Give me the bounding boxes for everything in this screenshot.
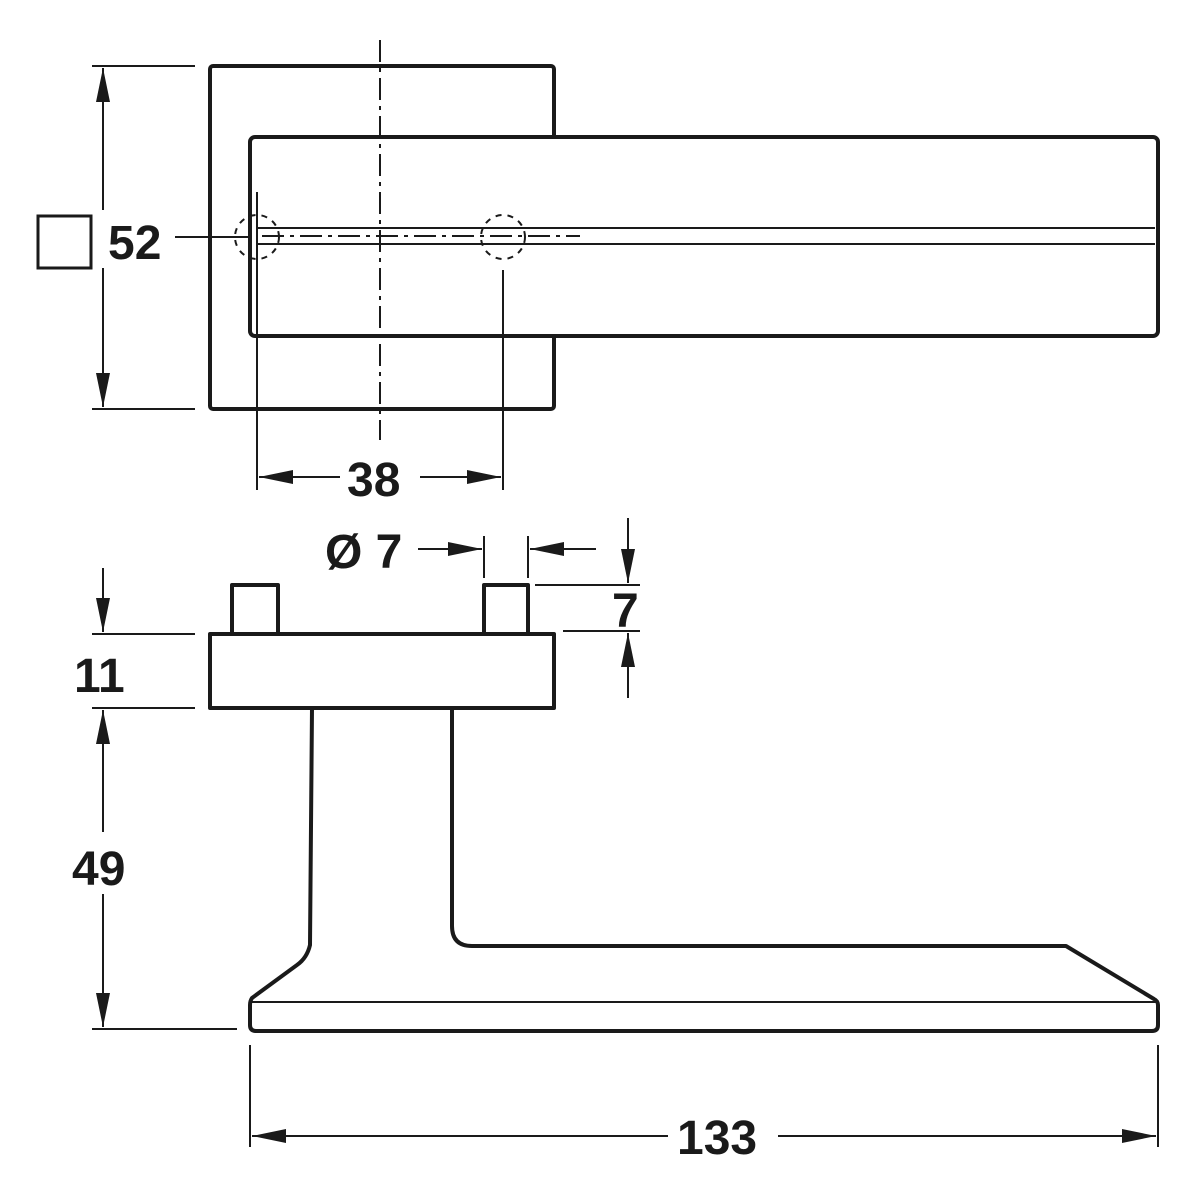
dim-11-label: 11 [74,650,125,703]
dim-133-label: 133 [677,1112,757,1165]
dim-pin-height-arrow-bottom [621,633,635,667]
dim-pin-dia-arrow-left [448,542,482,556]
dim-pin-height-label: 7 [612,585,639,638]
dim-133-arrow-right [1122,1129,1156,1143]
pin-left [230,583,280,636]
rose-side-outline [208,632,556,710]
dim-pin-height-arrow-top [621,549,635,583]
screw-hole-right [480,214,526,260]
dim-52-arrow-bottom [96,373,110,407]
dim-38-arrow-left [259,470,293,484]
lever-side-outline [248,707,1160,1033]
dim-49-arrow-top [96,710,110,744]
dim-52-label: 52 [108,217,161,270]
dim-11-arrow-top [96,598,110,632]
dim-38-label: 38 [347,454,400,507]
side-view: Ø 7 7 11 49 133 [72,518,1160,1165]
dim-pin-dia-arrow-right [530,542,564,556]
top-view: 52 38 [36,40,1160,507]
dim-133-arrow-left [252,1129,286,1143]
screw-hole-left [234,214,280,260]
square-symbol-icon [36,214,93,270]
dim-49-arrow-bottom [96,993,110,1027]
dim-49-label: 49 [72,843,125,896]
dim-pin-diameter-label: Ø 7 [325,526,402,579]
dim-38-arrow-right [467,470,501,484]
dim-52-arrow-top [96,68,110,102]
pin-right [482,583,530,636]
